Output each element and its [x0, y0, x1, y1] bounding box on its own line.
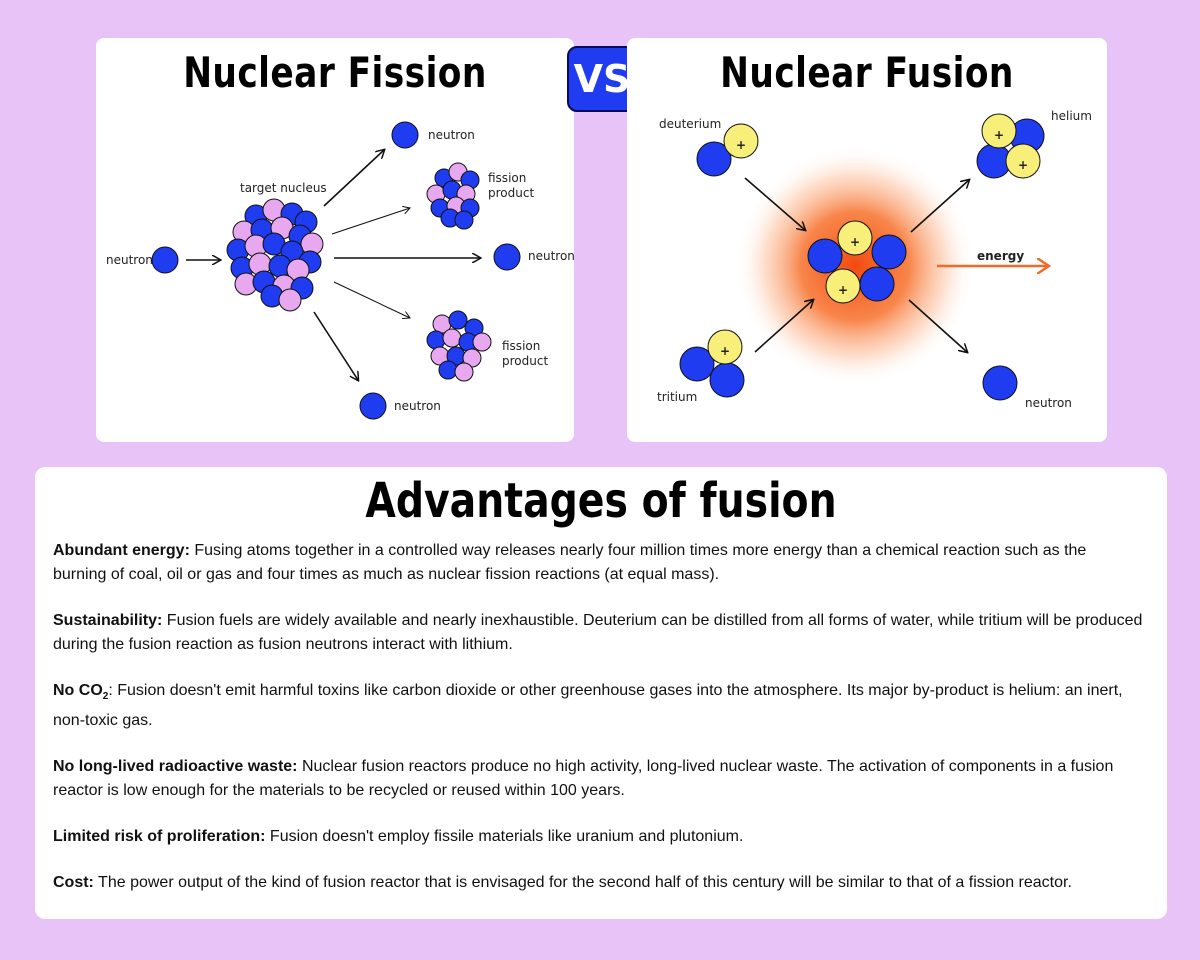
- fission-panel: Nuclear Fission neutron target nucleus: [96, 38, 574, 442]
- product-top-text: fission: [488, 171, 526, 185]
- fission-product-bottom: [426, 310, 492, 382]
- fission-top-neutron: [391, 121, 419, 149]
- arrow-to-bottom-neutron: [313, 311, 358, 380]
- svg-text:+: +: [720, 344, 730, 358]
- tritium-label: tritium: [657, 390, 697, 404]
- advantage-heading: No long-lived radioactive waste:: [53, 758, 298, 776]
- fission-mid-neutron: [493, 243, 521, 271]
- energy-label: energy: [977, 249, 1024, 263]
- deuterium-nucleus: +: [696, 123, 759, 177]
- product-label-line2: product: [488, 186, 534, 200]
- fusion-neutron-label: neutron: [1025, 396, 1072, 410]
- fission-product-top-label: fission product: [488, 171, 534, 200]
- fusion-diagram: deuterium + + tritium + +: [657, 109, 1092, 410]
- fission-neutron-top-label: neutron: [428, 128, 475, 142]
- arrow-tritium-in: [754, 300, 813, 353]
- fusion-title: Nuclear Fusion: [720, 48, 1014, 97]
- vs-badge: VS: [567, 46, 637, 112]
- target-nucleus-label: target nucleus: [240, 181, 327, 195]
- fused-nucleus: + +: [807, 220, 907, 304]
- advantage-text: Fusion doesn't employ fissile materials …: [265, 828, 744, 846]
- advantages-title: Advantages of fusion: [365, 473, 837, 529]
- advantage-item: No long-lived radioactive waste: Nuclear…: [53, 755, 1143, 803]
- helium-nucleus: + +: [976, 113, 1045, 179]
- svg-text:+: +: [838, 283, 848, 297]
- fusion-neutron: [982, 365, 1018, 401]
- advantage-text: : Fusion doesn't emit harmful toxins lik…: [53, 682, 1123, 730]
- advantage-text: Nuclear fusion reactors produce no high …: [53, 758, 1114, 800]
- advantage-heading-subscript: 2: [102, 691, 109, 703]
- fission-incoming-neutron: [151, 246, 179, 274]
- product-bottom-text: fission: [502, 339, 540, 353]
- advantage-text: Fusing atoms together in a controlled wa…: [53, 542, 1087, 583]
- advantage-item: Sustainability: Fusion fuels are widely …: [53, 609, 1143, 657]
- svg-text:+: +: [850, 235, 860, 249]
- product-label-line2: product: [502, 354, 548, 368]
- advantage-item: No CO2: Fusion doesn't emit harmful toxi…: [53, 679, 1143, 733]
- advantage-text: The power output of the kind of fusion r…: [93, 874, 1072, 892]
- fusion-panel: Nuclear Fusion deuterium +: [627, 38, 1107, 442]
- fission-bottom-neutron: [359, 392, 387, 420]
- advantages-panel: Advantages of fusion Abundant energy: Fu…: [35, 467, 1167, 919]
- advantage-heading: Cost:: [53, 874, 94, 892]
- advantages-list: Abundant energy: Fusing atoms together i…: [53, 539, 1143, 917]
- svg-text:+: +: [736, 138, 746, 152]
- fusion-energy-glow: [735, 146, 975, 386]
- arrow-neutron-out: [908, 299, 967, 352]
- svg-text:+: +: [1018, 158, 1028, 172]
- advantage-item: Limited risk of proliferation: Fusion do…: [53, 825, 1143, 849]
- arrow-to-bottom-product: [333, 281, 410, 318]
- arrow-to-top-product: [331, 208, 410, 235]
- fission-product-top: [426, 162, 480, 230]
- advantage-item: Abundant energy: Fusing atoms together i…: [53, 539, 1143, 587]
- helium-label: helium: [1051, 109, 1092, 123]
- advantage-heading: Sustainability:: [53, 612, 163, 629]
- svg-text:+: +: [994, 128, 1004, 142]
- fission-neutron-in-label: neutron: [106, 253, 153, 267]
- advantage-heading: Limited risk of proliferation:: [53, 828, 266, 846]
- advantage-heading: Abundant energy:: [53, 542, 190, 559]
- fission-neutron-mid-label: neutron: [528, 249, 574, 263]
- fission-diagram: neutron target nucleus: [106, 121, 574, 420]
- arrow-to-top-neutron: [323, 150, 384, 207]
- tritium-nucleus: +: [679, 329, 745, 398]
- fission-neutron-bottom-label: neutron: [394, 399, 441, 413]
- advantage-item: Cost: The power output of the kind of fu…: [53, 871, 1143, 895]
- arrow-deuterium-in: [744, 177, 805, 230]
- arrow-helium-out: [910, 180, 969, 233]
- deuterium-label: deuterium: [659, 117, 721, 131]
- advantage-heading: No CO: [53, 682, 103, 699]
- fission-product-bottom-label: fission product: [502, 339, 548, 368]
- fission-title: Nuclear Fission: [183, 48, 487, 97]
- target-nucleus: [226, 198, 324, 312]
- advantage-text: Fusion fuels are widely available and ne…: [53, 612, 1143, 653]
